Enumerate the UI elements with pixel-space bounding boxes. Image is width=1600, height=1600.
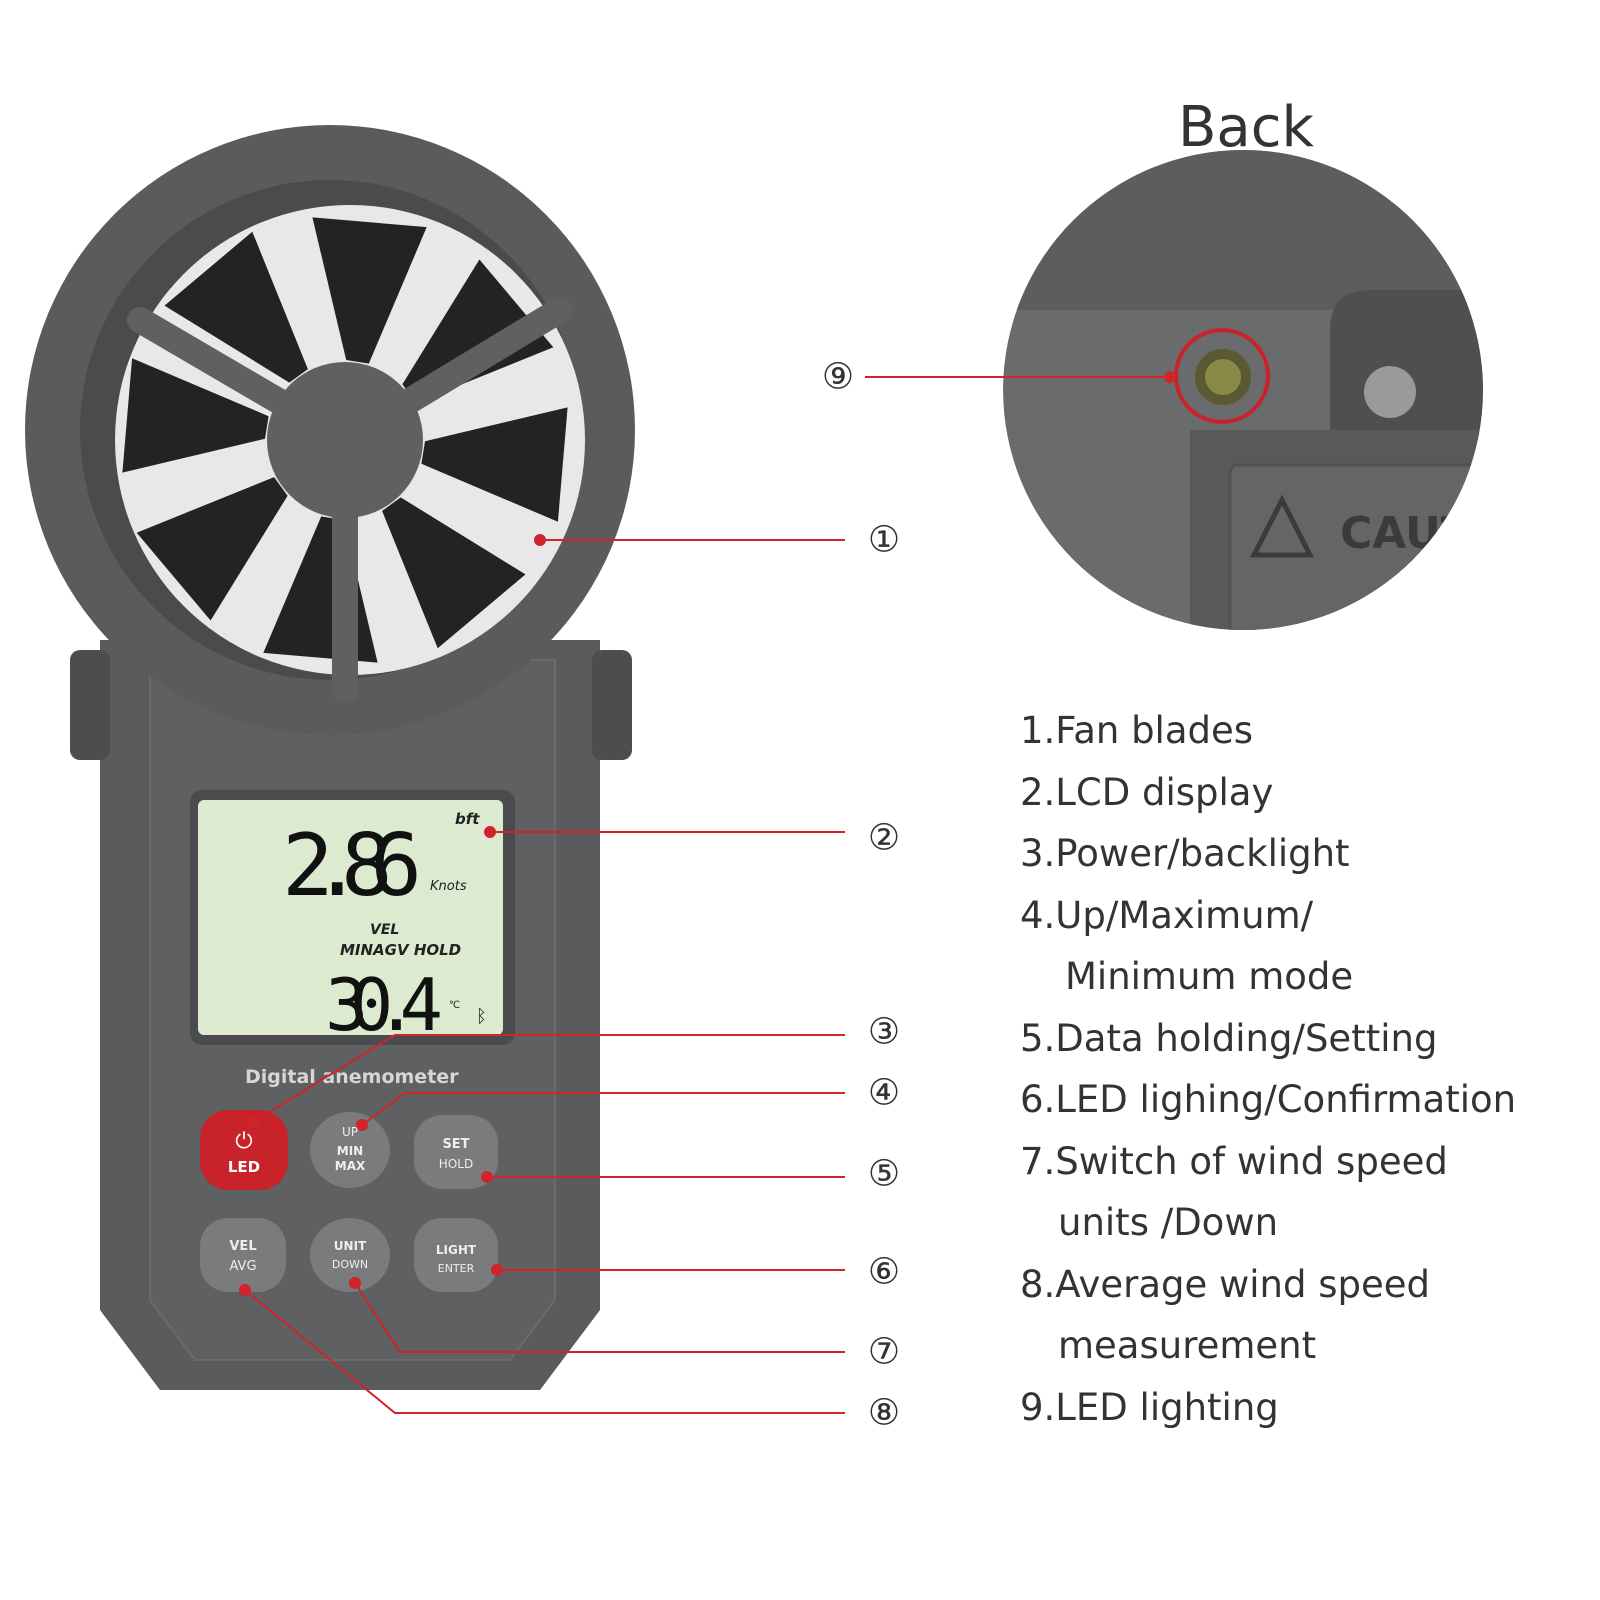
- fan-blade: [421, 407, 568, 522]
- side-grip-left: [70, 650, 110, 760]
- button-label: LIGHT: [436, 1243, 477, 1257]
- legend-item: units /Down: [1058, 1201, 1279, 1244]
- legend-item: 6.LED lighing/Confirmation: [1020, 1078, 1517, 1121]
- callout-1: ①: [868, 520, 900, 561]
- button-label: AVG: [229, 1259, 256, 1274]
- callout-4: ④: [868, 1073, 900, 1114]
- legend-item: 7.Switch of wind speed: [1020, 1139, 1448, 1183]
- button-vel-avg[interactable]: VEL AVG: [200, 1218, 286, 1292]
- fan-blade: [122, 358, 269, 473]
- side-grip-right: [592, 650, 632, 760]
- button-label: DOWN: [332, 1258, 368, 1271]
- button-label: UNIT: [334, 1239, 367, 1253]
- led-highlight-ring: [1174, 328, 1270, 424]
- lcd-bft: bft: [455, 810, 480, 828]
- leader-dots: [239, 371, 1176, 1296]
- lcd-main-unit: Knots: [430, 879, 467, 894]
- button-label: HOLD: [439, 1157, 473, 1171]
- button-label: MAX: [335, 1159, 366, 1173]
- caution-text: CAUT: [1340, 508, 1471, 559]
- button-light-enter[interactable]: LIGHT ENTER: [414, 1218, 498, 1292]
- callout-9: ⑨: [822, 357, 854, 398]
- button-power-led[interactable]: ⏻ LED: [200, 1110, 288, 1190]
- legend-item: 5.Data holding/Setting: [1020, 1016, 1438, 1060]
- screw-icon: [1364, 366, 1416, 418]
- warning-icon: [1249, 494, 1315, 558]
- button-set-hold[interactable]: SET HOLD: [414, 1115, 498, 1189]
- fan-blade: [402, 259, 554, 403]
- legend-item: 8.Average wind speed: [1020, 1262, 1431, 1306]
- legend-item: measurement: [1058, 1324, 1317, 1367]
- legend-list: 1.Fan blades 2.LCD display 3.Power/backl…: [1020, 700, 1516, 1438]
- lcd-display: [198, 800, 503, 1035]
- callout-2: ②: [868, 818, 900, 859]
- callout-3: ③: [868, 1012, 900, 1053]
- button-label: MIN: [337, 1144, 363, 1158]
- battery-cover: [1228, 463, 1483, 630]
- anemometer-device: bft 2.86 Knots VEL MINAGV HOLD 30.4 ℃ ᛒ …: [25, 125, 635, 1390]
- callout-6: ⑥: [868, 1252, 900, 1293]
- button-label: ENTER: [438, 1262, 475, 1275]
- button-label: UP: [342, 1125, 358, 1139]
- lcd-mode-line: MINAGV HOLD: [340, 941, 461, 959]
- button-label: SET: [442, 1137, 469, 1152]
- fan-blade: [164, 231, 308, 383]
- legend-item: 4.Up/Maximum/: [1020, 893, 1314, 937]
- legend-item: 9.LED lighting: [1020, 1385, 1279, 1429]
- fan-blades: [122, 217, 568, 663]
- back-view: CAUT: [1003, 150, 1483, 630]
- legend-item: 3.Power/backlight: [1020, 832, 1350, 875]
- lcd-mode-vel: VEL: [370, 922, 399, 938]
- leader-lines: [244, 376, 1170, 1414]
- callout-5: ⑤: [868, 1154, 900, 1195]
- bluetooth-icon: ᛒ: [476, 1006, 487, 1027]
- legend-item: 2.LCD display: [1020, 770, 1274, 814]
- lcd-secondary-unit: ℃: [449, 1000, 460, 1011]
- power-icon: ⏻: [235, 1129, 252, 1154]
- legend-item: 1.Fan blades: [1020, 709, 1254, 752]
- button-label: LED: [228, 1158, 260, 1176]
- fan-blade: [312, 217, 427, 364]
- fan-hub: [267, 362, 423, 518]
- lcd-main-value: 2.86: [282, 816, 422, 916]
- button-up-min-max[interactable]: UP MIN MAX: [310, 1112, 390, 1188]
- lcd-secondary-value: 30.4: [325, 963, 443, 1047]
- button-unit-down[interactable]: UNIT DOWN: [310, 1218, 390, 1292]
- brand-label: Digital anemometer: [245, 1066, 459, 1088]
- back-title: Back: [1178, 95, 1314, 160]
- callout-7: ⑦: [868, 1332, 900, 1373]
- callout-8: ⑧: [868, 1393, 900, 1434]
- button-label: VEL: [229, 1239, 256, 1254]
- callout-numbers: ① ② ③ ④ ⑤ ⑥ ⑦ ⑧ ⑨: [822, 357, 900, 1434]
- fan-blade: [382, 497, 526, 649]
- fan-blade: [136, 477, 288, 621]
- legend-item: Minimum mode: [1065, 955, 1354, 998]
